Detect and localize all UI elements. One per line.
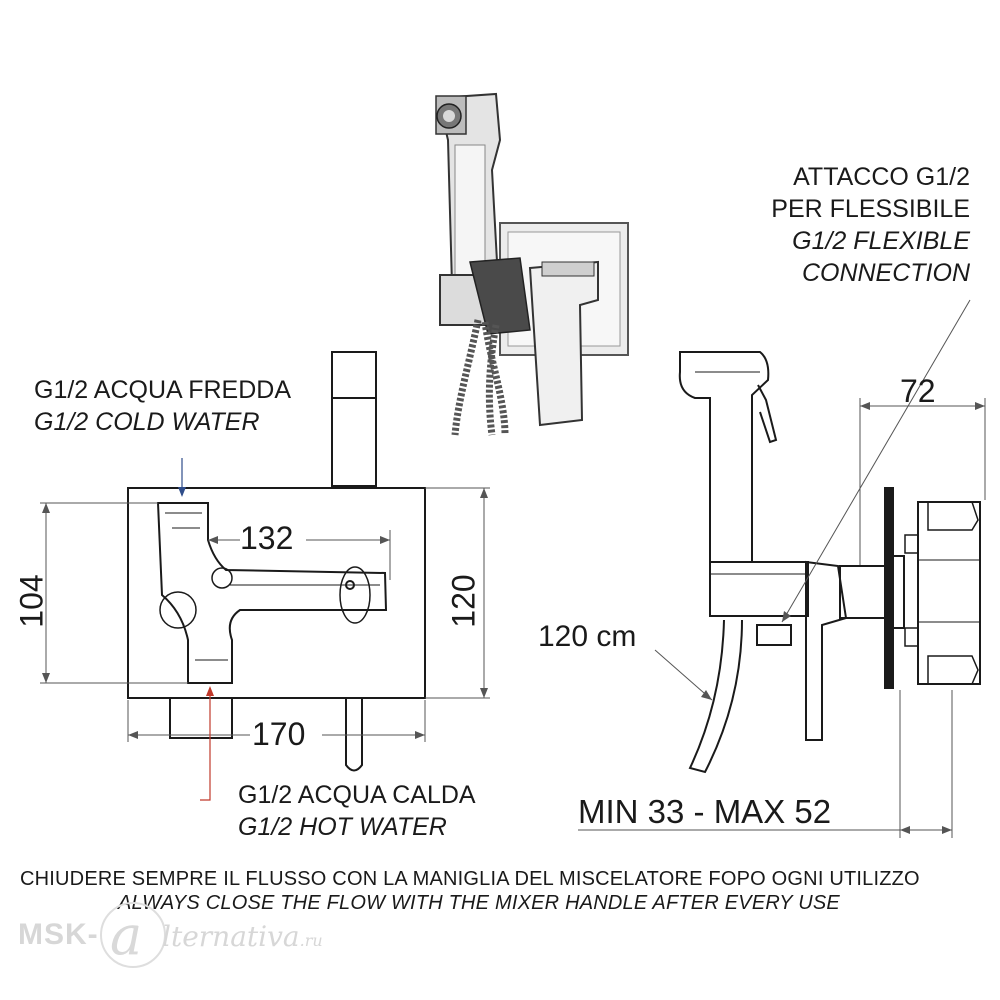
connector-side [756, 624, 792, 646]
watermark-at: a [110, 904, 143, 967]
hand-shower-image [435, 92, 502, 287]
wall-plate-side [884, 487, 894, 689]
hose-side [688, 619, 743, 774]
dimension-width-170: 170 [252, 716, 306, 752]
cold-inlet-label-en: G1/2 COLD WATER [34, 408, 260, 436]
dimension-height-104: 104 [13, 574, 50, 628]
watermark-brand: MSK- [18, 918, 99, 951]
footer-note-it: CHIUDERE SEMPRE IL FLUSSO CON LA MANIGLI… [20, 868, 920, 890]
watermark-rest: lternativa.ru [162, 920, 323, 953]
valve-body [156, 502, 388, 684]
watermark-circle [100, 902, 166, 968]
spout-stem-front [331, 351, 377, 487]
dimension-lines [40, 487, 490, 742]
hand-shower-side [678, 351, 770, 563]
dimension-depth-72: 72 [900, 373, 936, 409]
flex-connection-label-3: G1/2 FLEXIBLE [792, 227, 970, 255]
hot-inlet-label-en: G1/2 HOT WATER [238, 813, 447, 841]
wall-depth-range: MIN 33 - MAX 52 [578, 793, 832, 830]
flex-connection-label-2: PER FLESSIBILE [771, 195, 970, 223]
cold-inlet-pipe [169, 697, 233, 739]
mixer-handle-image [528, 260, 599, 427]
hot-inlet-label-it: G1/2 ACQUA CALDA [238, 781, 476, 809]
hose-image [451, 319, 509, 436]
cold-inlet-label-it: G1/2 ACQUA FREDDA [34, 376, 292, 404]
dimension-height-120: 120 [445, 574, 482, 628]
flex-connection-label-4: CONNECTION [801, 259, 970, 287]
footer-note-en: ALWAYS CLOSE THE FLOW WITH THE MIXER HAN… [118, 892, 840, 914]
hot-outlet-pipe [345, 698, 363, 772]
hose-length-label: 120 cm [538, 620, 637, 653]
holder-block-side [709, 561, 809, 617]
mixer-body-front [127, 487, 426, 699]
mixer-lever-side [805, 560, 848, 741]
flex-connection-label-1: ATTACCO G1/2 [793, 163, 970, 191]
dimension-width-132: 132 [240, 520, 294, 556]
